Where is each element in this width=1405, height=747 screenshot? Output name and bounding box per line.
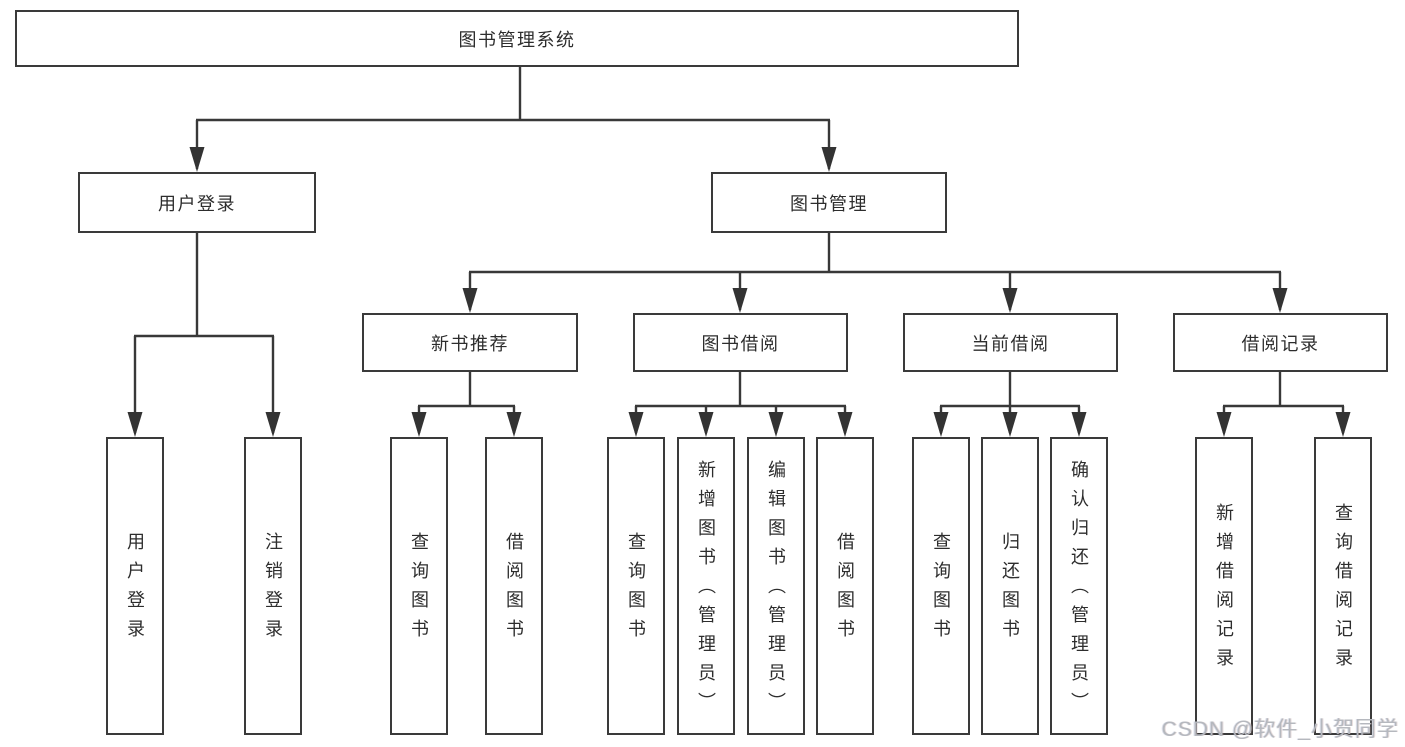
connector-user-login-to-leaves xyxy=(127,233,281,437)
arrowhead-icon xyxy=(837,412,853,437)
node-leaf-br-add-record: 新增借阅记录 xyxy=(1195,437,1253,735)
node-leaf-nbr-borrow-books-label: 借阅图书 xyxy=(504,532,524,648)
node-leaf-bb-borrow-books-label: 借阅图书 xyxy=(835,532,855,648)
connector-book-borrowing-to-leaves xyxy=(628,372,853,437)
connector-root-to-level2 xyxy=(189,67,837,172)
node-new-book-recommend-label: 新书推荐 xyxy=(431,333,509,354)
node-current-borrowing: 当前借阅 xyxy=(903,313,1118,372)
node-leaf-br-query-record: 查询借阅记录 xyxy=(1314,437,1372,735)
node-book-borrowing: 图书借阅 xyxy=(633,313,848,372)
node-leaf-bb-edit-books-label: 编辑图书（管理员） xyxy=(766,459,786,721)
node-leaf-bb-add-books-label: 新增图书（管理员） xyxy=(696,459,716,721)
arrowhead-icon xyxy=(189,147,205,172)
node-new-book-recommend: 新书推荐 xyxy=(362,313,578,372)
node-leaf-br-add-record-label: 新增借阅记录 xyxy=(1214,503,1234,677)
arrowhead-icon xyxy=(768,412,784,437)
node-leaf-bb-edit-books: 编辑图书（管理员） xyxy=(747,437,805,735)
connector-current-borrowing-to-leaves xyxy=(933,372,1087,437)
node-leaf-cb-query-books-label: 查询图书 xyxy=(931,532,951,648)
connector-borrowing-records-to-leaves xyxy=(1216,372,1351,437)
node-leaf-bb-borrow-books: 借阅图书 xyxy=(816,437,874,735)
node-user-login-branch-label: 用户登录 xyxy=(158,193,236,214)
node-leaf-cb-confirm-return: 确认归还（管理员） xyxy=(1050,437,1108,735)
arrowhead-icon xyxy=(1002,412,1018,437)
node-current-borrowing-label: 当前借阅 xyxy=(971,333,1050,354)
arrowhead-icon xyxy=(732,288,748,313)
arrowhead-icon xyxy=(1071,412,1087,437)
arrowhead-icon xyxy=(127,412,143,437)
arrowhead-icon xyxy=(1272,288,1288,313)
connector-book-management-to-level3 xyxy=(462,233,1288,313)
node-book-borrowing-label: 图书借阅 xyxy=(701,333,780,354)
node-book-management-branch-label: 图书管理 xyxy=(790,193,868,214)
arrowhead-icon xyxy=(933,412,949,437)
node-leaf-cb-return-books: 归还图书 xyxy=(981,437,1039,735)
node-leaf-bb-query-books-label: 查询图书 xyxy=(626,532,646,648)
node-leaf-nbr-borrow-books: 借阅图书 xyxy=(485,437,543,735)
node-user-login-branch: 用户登录 xyxy=(78,172,316,233)
node-leaf-cb-query-books: 查询图书 xyxy=(912,437,970,735)
node-root: 图书管理系统 xyxy=(15,10,1019,67)
node-leaf-nbr-query-books-label: 查询图书 xyxy=(409,532,429,648)
node-leaf-bb-add-books: 新增图书（管理员） xyxy=(677,437,735,735)
node-leaf-logout-label: 注销登录 xyxy=(263,532,283,648)
node-book-management-branch: 图书管理 xyxy=(711,172,947,233)
arrowhead-icon xyxy=(821,147,837,172)
node-leaf-nbr-query-books: 查询图书 xyxy=(390,437,448,735)
arrowhead-icon xyxy=(698,412,714,437)
arrowhead-icon xyxy=(1335,412,1351,437)
csdn-watermark: CSDN @软件_小贺同学 xyxy=(1161,718,1399,741)
node-leaf-br-query-record-label: 查询借阅记录 xyxy=(1333,503,1353,677)
node-borrowing-records-label: 借阅记录 xyxy=(1241,333,1320,354)
arrowhead-icon xyxy=(265,412,281,437)
node-leaf-logout: 注销登录 xyxy=(244,437,302,735)
node-leaf-user-login-label: 用户登录 xyxy=(125,532,145,648)
node-leaf-cb-confirm-return-label: 确认归还（管理员） xyxy=(1069,459,1089,721)
arrowhead-icon xyxy=(1216,412,1232,437)
arrowhead-icon xyxy=(462,288,478,313)
node-leaf-cb-return-books-label: 归还图书 xyxy=(1000,532,1020,648)
arrowhead-icon xyxy=(411,412,427,437)
node-borrowing-records: 借阅记录 xyxy=(1173,313,1388,372)
node-root-label: 图书管理系统 xyxy=(458,29,576,50)
arrowhead-icon xyxy=(628,412,644,437)
arrowhead-icon xyxy=(506,412,522,437)
arrowhead-icon xyxy=(1002,288,1018,313)
node-leaf-user-login: 用户登录 xyxy=(106,437,164,735)
node-leaf-bb-query-books: 查询图书 xyxy=(607,437,665,735)
connector-new-book-recommend-to-leaves xyxy=(411,372,522,437)
